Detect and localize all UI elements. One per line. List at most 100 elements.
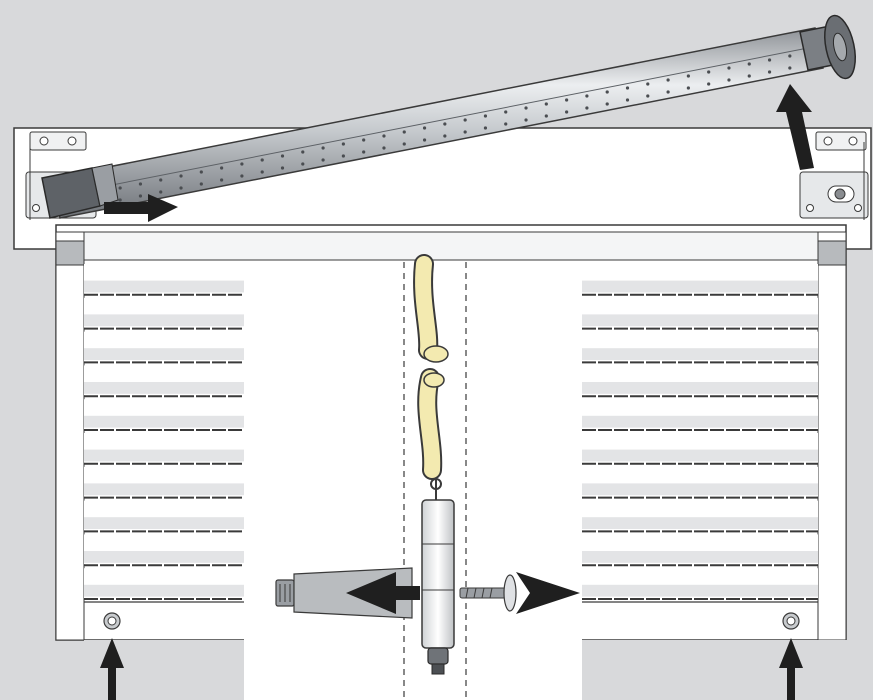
tube-hole: [301, 150, 305, 154]
left-upper-bracket: [29, 131, 87, 151]
screw-icon: [459, 574, 517, 612]
tube-hole: [341, 142, 345, 146]
tube-hole: [686, 74, 690, 78]
tube-hole: [767, 70, 772, 74]
tube-hole: [382, 146, 386, 150]
pull-cord-icon: [413, 254, 449, 500]
tube-hole: [118, 186, 122, 190]
top-slat-box: [83, 231, 819, 261]
shutter-slat-shadow: [84, 550, 244, 563]
tube-hole: [483, 126, 488, 130]
tube-lift-arrow: [776, 84, 814, 170]
tube-groove: [55, 45, 819, 197]
tube-hole: [362, 138, 366, 142]
slat-group-right: [582, 264, 818, 600]
tube-hole: [138, 182, 143, 186]
tube-hole: [118, 198, 122, 202]
tube-hole: [727, 66, 731, 70]
tube-hole: [504, 122, 508, 126]
shutter-slat-shadow: [84, 415, 244, 428]
tube-hole: [199, 182, 203, 186]
tube-hole: [605, 90, 609, 94]
shutter-slat-shadow: [582, 348, 818, 361]
arrow-icon: [516, 572, 580, 614]
tube-hole: [341, 154, 345, 158]
shutter-slat-shadow: [582, 314, 818, 327]
tube-hole: [483, 114, 488, 118]
tube-hole: [625, 98, 630, 102]
tube-hole: [422, 126, 427, 130]
right-rail-cap: [817, 240, 847, 266]
tube-hole: [565, 98, 569, 102]
tube-perforations: [118, 54, 792, 202]
shutter-slat-shadow: [84, 280, 244, 293]
tube-hole: [625, 86, 630, 90]
tube-hole: [585, 94, 589, 98]
shutter-slat-shadow: [84, 348, 244, 361]
tube-hole: [707, 82, 711, 86]
arrow-icon: [346, 572, 420, 614]
tube-hole: [565, 110, 569, 114]
tube-hole: [443, 134, 447, 138]
bottom-right-up-arrow: [779, 638, 803, 700]
tube-hole: [362, 150, 366, 154]
tube-hole: [443, 122, 447, 126]
shutter-slat-shadow: [582, 584, 818, 597]
bracket-tie-wires: [29, 142, 865, 220]
bottom-right-screw-icon: [782, 612, 800, 630]
left-guide-rail: [55, 231, 85, 641]
right-upper-bracket: [815, 131, 867, 151]
tube-hole: [280, 166, 285, 170]
tube-hole: [767, 58, 772, 62]
tube-hole: [666, 78, 670, 82]
tube-hole: [240, 162, 244, 166]
shutter-slat-shadow: [582, 517, 818, 530]
shutter-slat-shadow: [582, 415, 818, 428]
drive-end-cap: [799, 14, 856, 80]
tube-hole: [301, 162, 305, 166]
shutter-slat-shadow: [84, 517, 244, 530]
shutter-slat-shadow: [84, 314, 244, 327]
tube-hole: [260, 158, 264, 162]
tube-hole: [504, 110, 508, 114]
arrow-icon: [776, 84, 814, 170]
tube-hole: [747, 62, 751, 66]
tube-hole: [402, 142, 406, 146]
tube-hole: [524, 106, 528, 110]
tube-hole: [605, 102, 609, 106]
tube-hole: [727, 78, 731, 82]
tube-hole: [707, 70, 711, 74]
bottom-left-screw-icon: [103, 612, 121, 630]
tube-hole: [544, 102, 548, 106]
tube-hole: [788, 54, 792, 58]
shutter-slat-shadow: [582, 483, 818, 496]
tube-hole: [260, 170, 264, 174]
tube-hole: [422, 138, 427, 142]
tube-hole: [585, 106, 589, 110]
tube-hole: [321, 158, 325, 162]
slat-group-left: [84, 264, 244, 600]
tube-hole: [382, 134, 386, 138]
cord-weight-icon: [421, 499, 455, 675]
shutter-slat-shadow: [582, 550, 818, 563]
tube-hole: [463, 118, 467, 122]
shutter-slat-shadow: [84, 381, 244, 394]
tube-hole: [788, 66, 792, 70]
left-rail-cap: [55, 240, 85, 266]
roller-tube-icon: [41, 14, 856, 219]
arrow-icon: [779, 638, 803, 700]
center-opening: [84, 262, 873, 700]
arrow-icon: [104, 194, 178, 222]
tube-hole: [402, 130, 406, 134]
tube-hole: [179, 186, 183, 190]
shutter-slat-shadow: [582, 449, 818, 462]
tube-hole: [646, 82, 650, 86]
tube-hole: [747, 74, 751, 78]
floor-right: [582, 640, 873, 700]
tube-hole: [159, 178, 163, 182]
tube-hole: [220, 178, 224, 182]
shutter-slat-shadow: [84, 584, 244, 597]
tube-hole: [646, 94, 650, 98]
